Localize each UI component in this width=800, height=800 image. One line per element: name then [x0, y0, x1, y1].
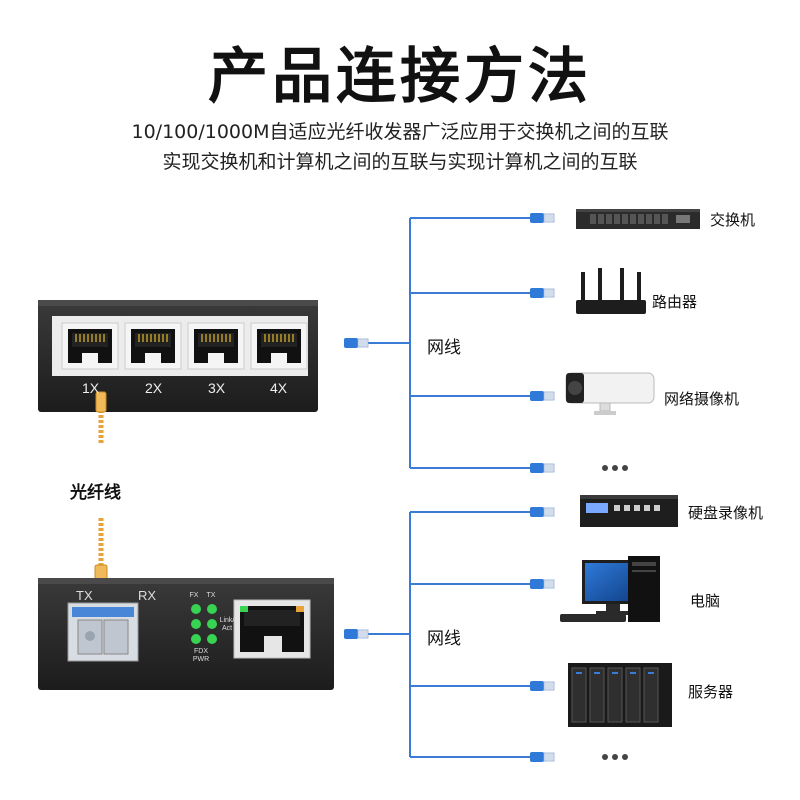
device-label-dvr: 硬盘录像机 — [688, 504, 764, 522]
sfp-module — [67, 602, 139, 662]
dvr-icon — [580, 495, 678, 527]
switch-icon — [576, 209, 700, 229]
tx-label: TX — [76, 588, 93, 603]
fiber-label: 光纤线 — [70, 483, 121, 503]
rj45-port-2x — [124, 322, 182, 370]
led-label-fdx-pwr: FDX PWR — [192, 648, 210, 663]
rj45-port-4x — [250, 322, 308, 370]
rx-label: RX — [138, 588, 157, 603]
led-label-tx: TX — [206, 592, 216, 599]
bottom-transceiver — [38, 578, 334, 690]
device-label-computer: 电脑 — [690, 592, 721, 610]
device-label-camera: 网络摄像机 — [664, 390, 740, 408]
subtitle-line-1: 10/100/1000M自适应光纤收发器广泛应用于交换机之间的互联 — [131, 121, 669, 143]
camera-icon — [565, 372, 655, 415]
led-label-link-act: Link/ Act — [219, 617, 235, 632]
page-title: 产品连接方法 — [208, 42, 592, 112]
port-label-4x: 4X — [270, 380, 288, 396]
port-label-3x: 3X — [208, 380, 226, 396]
computer-icon — [560, 556, 660, 622]
rj45-port-3x — [187, 322, 245, 370]
led-label-fx: FX — [189, 592, 199, 599]
cable-label-bottom: 网线 — [427, 629, 461, 649]
server-icon — [568, 663, 672, 727]
device-label-router: 路由器 — [652, 293, 698, 311]
bottom-cable-tree — [368, 511, 530, 758]
rj45-port-1x — [61, 322, 119, 370]
cable-label-top: 网线 — [427, 338, 461, 358]
more-dots-top — [602, 465, 628, 471]
top-cable-tree — [368, 217, 530, 469]
device-label-server: 服务器 — [688, 683, 734, 701]
port-label-1x: 1X — [82, 380, 100, 396]
subtitle-line-2: 实现交换机和计算机之间的互联与实现计算机之间的互联 — [162, 151, 638, 173]
device-label-switch: 交换机 — [710, 211, 756, 229]
router-icon — [576, 268, 646, 314]
status-leds — [191, 604, 217, 644]
rj45-port-bottom — [233, 599, 311, 659]
top-transceiver — [38, 300, 318, 412]
more-dots-bottom — [602, 754, 628, 760]
port-label-2x: 2X — [145, 380, 163, 396]
